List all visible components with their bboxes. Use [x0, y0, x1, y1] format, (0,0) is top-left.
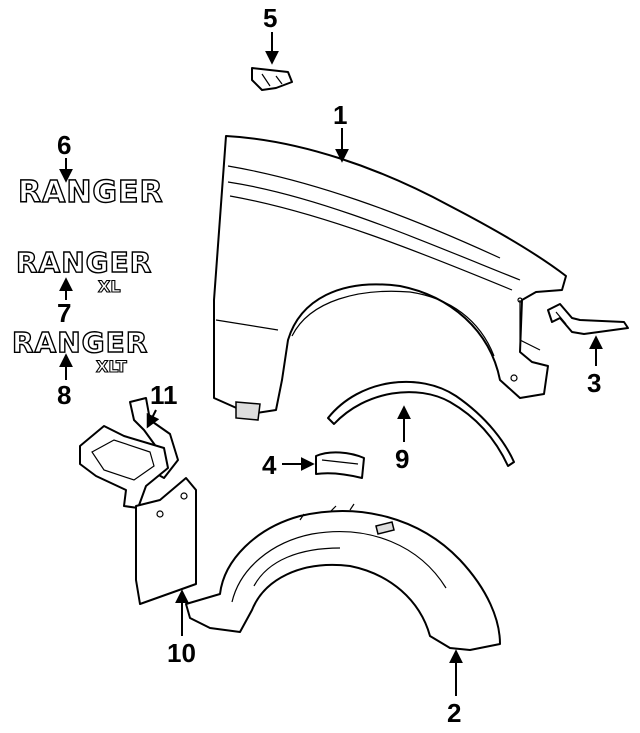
callout-7: 7	[57, 298, 71, 328]
callout-11: 11	[150, 380, 178, 410]
part-10-mudflap	[135, 477, 197, 605]
part-11-bracket	[79, 397, 179, 509]
callout-arrows	[59, 32, 603, 696]
emblem-6-ranger: RANGER	[17, 174, 164, 210]
emblem-8-ranger-xlt: RANGER XLT	[11, 325, 148, 376]
emblem-7-text: RANGER	[16, 246, 152, 279]
part-3-bracket	[547, 303, 629, 335]
callout-8: 8	[57, 380, 71, 410]
callout-5: 5	[263, 3, 277, 33]
emblem-7-sub: XL	[98, 277, 121, 296]
callout-2: 2	[447, 698, 461, 728]
callout-1: 1	[333, 100, 347, 130]
arrow-11	[146, 409, 160, 429]
emblem-8-sub: XLT	[96, 357, 127, 376]
callout-3: 3	[587, 368, 601, 398]
emblem-8-text: RANGER	[12, 326, 148, 359]
emblem-6-text: RANGER	[18, 175, 164, 210]
callout-10: 10	[167, 638, 196, 668]
callout-6: 6	[57, 130, 71, 160]
emblem-7-ranger-xl: RANGER XL	[15, 245, 152, 296]
callout-4: 4	[262, 450, 277, 480]
callout-9: 9	[395, 444, 409, 474]
part-1-fender	[213, 135, 567, 421]
part-5-bracket	[251, 67, 293, 91]
part-9-molding	[327, 380, 515, 467]
part-4-shield	[315, 451, 365, 479]
callout-numbers: 5 1 6 7 8 3 9 4 11 10 2	[57, 3, 601, 728]
part-2-splash-shield	[185, 503, 501, 651]
